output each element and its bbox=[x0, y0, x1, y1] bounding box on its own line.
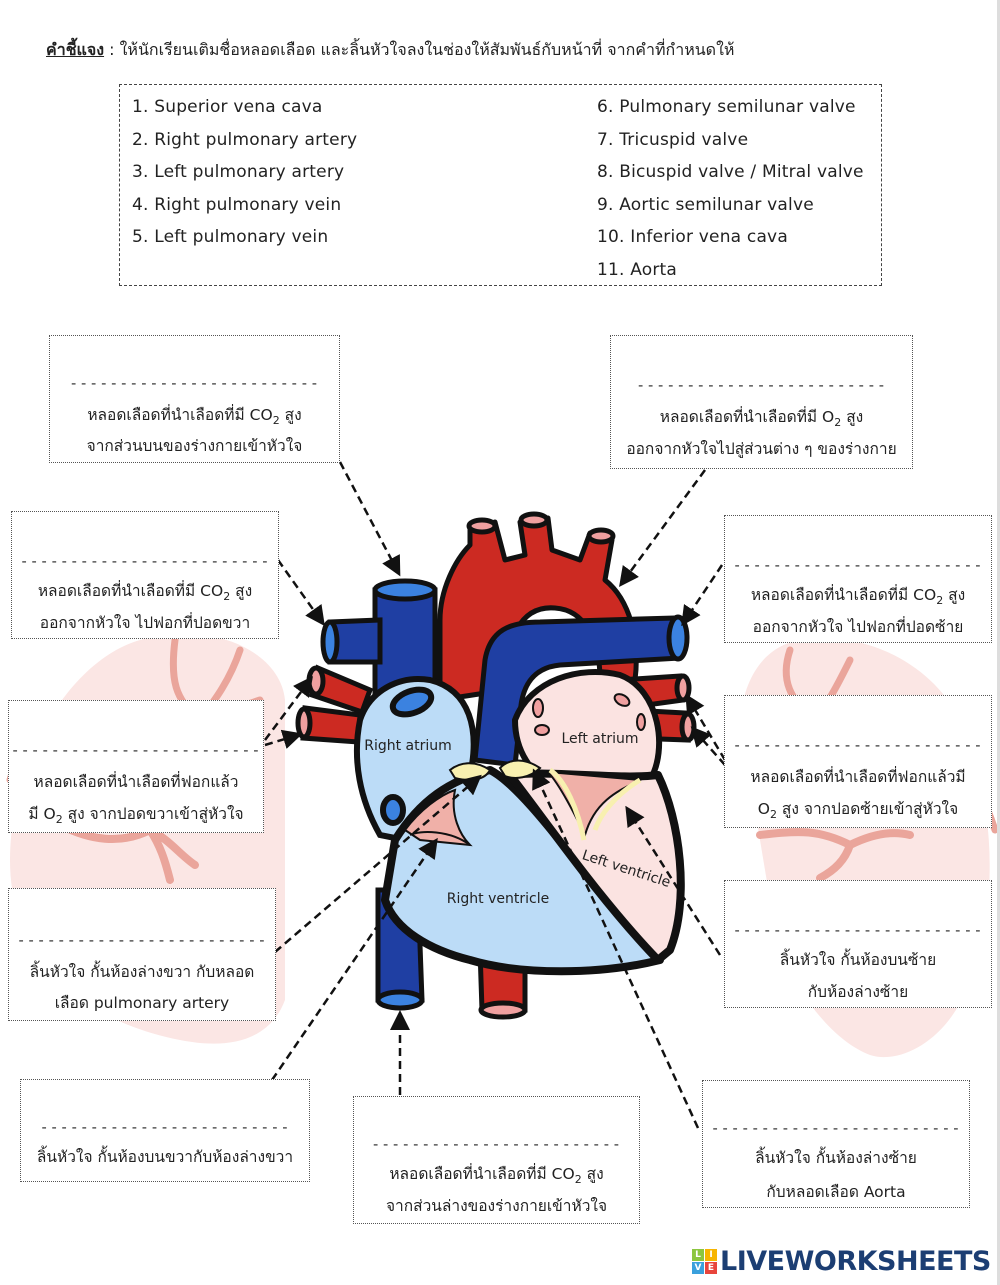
answer-box-right-pulmonary-artery[interactable]: ------------------------- หลอดเลือดที่นำ… bbox=[11, 511, 279, 639]
answer-blank[interactable]: ------------------------- bbox=[732, 921, 984, 939]
function-line-2: ออกจากหัวใจไปสู่ส่วนต่าง ๆ ของร่างกาย bbox=[626, 440, 897, 458]
answer-box-superior-vena-cava[interactable]: ------------------------- หลอดเลือดที่นำ… bbox=[49, 335, 340, 463]
answer-blank[interactable]: ------------------------- bbox=[710, 1119, 962, 1137]
instruction-separator: : bbox=[104, 40, 120, 59]
word-bank-item: 3. Left pulmonary artery bbox=[132, 162, 345, 182]
logo-tile: E bbox=[705, 1262, 717, 1274]
arrow-left-pulmonary-artery bbox=[681, 564, 724, 627]
function-line-1: หลอดเลือดที่นำเลือดที่ฟอกแล้ว bbox=[33, 773, 239, 791]
answer-blank[interactable]: ------------------------- bbox=[16, 931, 268, 949]
function-line-2: จากส่วนบนของร่างกายเข้าหัวใจ bbox=[86, 437, 303, 455]
answer-box-pulmonary-semilunar-valve[interactable]: ------------------------- ลิ้นหัวใจ กั้น… bbox=[8, 888, 276, 1021]
left-atrium-label: Left atrium bbox=[561, 731, 638, 747]
leader-arrows bbox=[264, 461, 727, 1129]
answer-box-tricuspid-valve[interactable]: ------------------------- ลิ้นหัวใจ กั้น… bbox=[20, 1079, 310, 1182]
function-line-1: ลิ้นหัวใจ กั้นห้องบนซ้าย bbox=[779, 951, 937, 969]
word-bank-item: 10. Inferior vena cava bbox=[597, 227, 788, 247]
instruction: คำชี้แจง : ให้นักเรียนเติมชื่อหลอดเลือด … bbox=[46, 38, 734, 63]
answer-blank[interactable]: ------------------------- bbox=[732, 556, 984, 574]
arrow-left-pulmonary-vein-2 bbox=[690, 726, 726, 766]
logo-tile: L bbox=[692, 1249, 704, 1261]
logo-tile: I bbox=[705, 1249, 717, 1261]
logo-text: LIVEWORKSHEETS bbox=[720, 1246, 991, 1277]
word-bank-item: 6. Pulmonary semilunar valve bbox=[597, 97, 856, 117]
function-line-2: จากส่วนล่างของร่างกายเข้าหัวใจ bbox=[385, 1197, 608, 1215]
arrow-right-pulmonary-artery bbox=[276, 559, 325, 627]
arrow-pulmonary-semilunar-valve bbox=[274, 774, 482, 953]
answer-box-inferior-vena-cava[interactable]: ------------------------- หลอดเลือดที่นำ… bbox=[353, 1096, 640, 1224]
function-line-1: ลิ้นหัวใจ กั้นห้องล่างขวา กับหลอด bbox=[29, 963, 255, 981]
word-bank-item: 1. Superior vena cava bbox=[132, 97, 323, 117]
liveworksheets-logo[interactable]: L I V E LIVEWORKSHEETS bbox=[692, 1246, 991, 1277]
instruction-text: ให้นักเรียนเติมชื่อหลอดเลือด และลิ้นหัวใ… bbox=[119, 40, 735, 59]
word-bank-item: 2. Right pulmonary artery bbox=[132, 129, 358, 150]
answer-blank[interactable]: ------------------------- bbox=[732, 736, 984, 754]
function-line-1: หลอดเลือดที่นำเลือดที่มี CO2 สูง bbox=[389, 1165, 604, 1187]
arrow-bicuspid-valve bbox=[625, 805, 722, 956]
arrow-aortic-semilunar-valve bbox=[532, 768, 700, 1129]
word-bank-right-column: 6. Pulmonary semilunar valve 7. Tricuspi… bbox=[597, 93, 864, 288]
superior-vena-cava bbox=[320, 578, 438, 703]
word-bank: 1. Superior vena cava 2. Right pulmonary… bbox=[119, 84, 882, 286]
word-bank-item: 8. Bicuspid valve / Mitral valve bbox=[597, 162, 864, 182]
function-line-2: ออกจากหัวใจ ไปฟอกที่ปอดขวา bbox=[39, 614, 251, 632]
left-lung-vessel bbox=[756, 828, 914, 882]
instruction-label: คำชี้แจง bbox=[46, 40, 105, 59]
inferior-vena-cava bbox=[375, 887, 425, 1011]
word-bank-item: 11. Aorta bbox=[597, 259, 678, 280]
function-line-2: กับห้องล่างซ้าย bbox=[807, 983, 909, 1001]
arrow-right-pulmonary-vein-2 bbox=[264, 729, 303, 749]
answer-blank[interactable]: ------------------------- bbox=[636, 376, 887, 394]
function-line-1: ลิ้นหัวใจ กั้นห้องล่างซ้าย bbox=[755, 1149, 917, 1167]
function-line-1: หลอดเลือดที่นำเลือดที่มี O2 สูง bbox=[659, 408, 864, 430]
answer-box-left-pulmonary-artery[interactable]: ------------------------- หลอดเลือดที่นำ… bbox=[724, 515, 992, 643]
logo-tiles-icon: L I V E bbox=[692, 1249, 717, 1274]
function-line-1: ลิ้นหัวใจ กั้นห้องบนขวากับห้องล่างขวา bbox=[36, 1148, 294, 1166]
answer-blank[interactable]: ------------------------- bbox=[69, 374, 320, 392]
function-line-2: กับหลอดเลือด Aorta bbox=[766, 1183, 906, 1201]
function-line-1: หลอดเลือดที่นำเลือดที่มี CO2 สูง bbox=[87, 406, 302, 428]
answer-blank[interactable]: ------------------------- bbox=[10, 741, 262, 759]
function-line-2: ออกจากหัวใจ ไปฟอกที่ปอดซ้าย bbox=[752, 618, 964, 636]
arrow-tricuspid-valve bbox=[270, 837, 438, 1081]
answer-blank[interactable]: ------------------------- bbox=[19, 552, 271, 570]
answer-box-bicuspid-valve[interactable]: ------------------------- ลิ้นหัวใจ กั้น… bbox=[724, 880, 992, 1008]
answer-blank[interactable]: ------------------------- bbox=[39, 1118, 291, 1136]
word-bank-item: 9. Aortic semilunar valve bbox=[597, 194, 814, 215]
arrow-superior-vena-cava bbox=[338, 461, 401, 577]
right-atrium-label: Right atrium bbox=[364, 738, 452, 754]
function-line-2: O2 สูง จากปอดซ้ายเข้าสู่หัวใจ bbox=[757, 800, 959, 822]
function-line-1: หลอดเลือดที่นำเลือดที่มี CO2 สูง bbox=[37, 582, 253, 604]
valves bbox=[403, 759, 644, 847]
answer-box-right-pulmonary-vein[interactable]: ------------------------- หลอดเลือดที่นำ… bbox=[8, 700, 264, 833]
word-bank-item: 7. Tricuspid valve bbox=[597, 129, 749, 150]
word-bank-left-column: 1. Superior vena cava 2. Right pulmonary… bbox=[132, 93, 357, 256]
answer-box-aorta[interactable]: ------------------------- หลอดเลือดที่นำ… bbox=[610, 335, 913, 469]
answer-blank[interactable]: ------------------------- bbox=[371, 1135, 622, 1153]
word-bank-item: 5. Left pulmonary vein bbox=[132, 227, 329, 247]
word-bank-item: 4. Right pulmonary vein bbox=[132, 194, 342, 215]
logo-tile: V bbox=[692, 1262, 704, 1274]
left-atrium bbox=[511, 669, 663, 794]
answer-box-aortic-semilunar-valve[interactable]: ------------------------- ลิ้นหัวใจ กั้น… bbox=[702, 1080, 970, 1208]
function-line-2: มี O2 สูง จากปอดขวาเข้าสู่หัวใจ bbox=[28, 805, 244, 827]
function-line-2: เลือด pulmonary artery bbox=[54, 994, 230, 1012]
right-pulmonary-veins bbox=[295, 664, 374, 745]
function-line-1: หลอดเลือดที่นำเลือดที่มี CO2 สูง bbox=[750, 586, 966, 608]
page-edge bbox=[997, 0, 1000, 1285]
arrow-aorta bbox=[619, 469, 707, 588]
answer-box-left-pulmonary-vein[interactable]: ------------------------- หลอดเลือดที่นำ… bbox=[724, 695, 992, 828]
function-line-1: หลอดเลือดที่นำเลือดที่ฟอกแล้วมี bbox=[750, 768, 966, 786]
right-ventricle-label: Right ventricle bbox=[447, 891, 549, 907]
